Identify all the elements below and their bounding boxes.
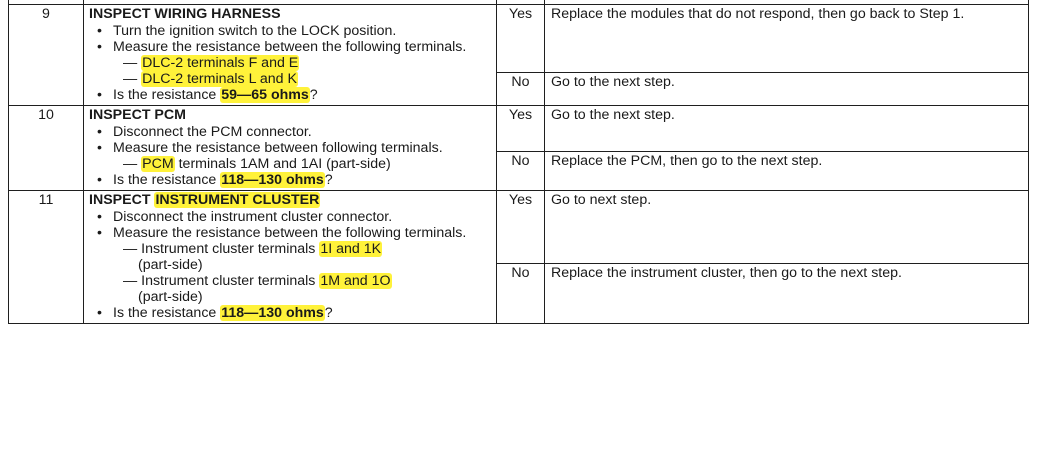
terminal-pair: — Instrument cluster terminals 1I and 1K [123, 241, 383, 257]
highlighted-spec: 59—65 ohms [220, 87, 310, 103]
terminal-pair: — DLC-2 terminals F and E [123, 55, 300, 71]
step-row-9-no: No Go to the next step. [9, 71, 1029, 107]
action-yes: Go to next step. [544, 190, 1029, 264]
action-no: Replace the PCM, then go to the next ste… [544, 151, 1029, 191]
terminal-pair: — DLC-2 terminals L and K [123, 71, 298, 87]
step-action: INSPECT PCM Disconnect the PCM connector… [83, 105, 497, 191]
result-yes: Yes [496, 190, 545, 264]
highlighted-text: INSTRUMENT CLUSTER [154, 192, 321, 208]
step-title: INSPECT PCM [89, 107, 186, 123]
instruction-item: Measure the resistance between the follo… [89, 39, 492, 87]
result-yes: Yes [496, 4, 545, 73]
terminal-pair: — PCM terminals 1AM and 1AI (part-side) [123, 156, 391, 172]
step-instructions: Turn the ignition switch to the LOCK pos… [89, 23, 492, 103]
instruction-item: Disconnect the PCM connector. [89, 124, 492, 140]
result-no: No [496, 71, 545, 107]
step-number: 11 [8, 190, 84, 324]
instruction-item: Disconnect the instrument cluster connec… [89, 209, 492, 225]
action-no: Go to the next step. [544, 71, 1029, 107]
result-no: No [496, 151, 545, 191]
result-no: No [496, 262, 545, 325]
terminal-note: (part-side) [138, 257, 203, 273]
question-item: Is the resistance 59—65 ohms? [89, 87, 492, 103]
action-yes: Replace the modules that do not respond,… [544, 4, 1029, 73]
highlighted-text: DLC-2 terminals F and E [141, 55, 300, 71]
highlighted-text: DLC-2 terminals L and K [141, 71, 298, 87]
step-row-9-yes: 9 INSPECT WIRING HARNESS Turn the igniti… [8, 4, 1029, 106]
step-row-11-yes: 11 INSPECT INSTRUMENT CLUSTER Disconnect… [8, 190, 1029, 324]
step-instructions: Disconnect the instrument cluster connec… [89, 209, 492, 321]
terminal-pair: — Instrument cluster terminals 1M and 1O [123, 273, 392, 289]
question-item: Is the resistance 118—130 ohms? [89, 172, 492, 188]
highlighted-spec: 118—130 ohms [220, 172, 325, 188]
question-item: Is the resistance 118—130 ohms? [89, 305, 492, 321]
diagnostic-procedure-table: 9 INSPECT WIRING HARNESS Turn the igniti… [8, 0, 1029, 325]
result-yes: Yes [496, 104, 545, 153]
step-number: 10 [8, 105, 84, 191]
step-row-10-no: No Replace the PCM, then go to the next … [9, 151, 1029, 191]
highlighted-text: 1I and 1K [319, 241, 383, 257]
step-title: INSPECT INSTRUMENT CLUSTER [89, 192, 321, 208]
step-action: INSPECT WIRING HARNESS Turn the ignition… [83, 4, 497, 106]
troubleshooting-sheet: 9 INSPECT WIRING HARNESS Turn the igniti… [8, 0, 1029, 470]
action-no: Replace the instrument cluster, then go … [544, 262, 1029, 325]
step-instructions: Disconnect the PCM connector. Measure th… [89, 124, 492, 188]
action-yes: Go to the next step. [544, 104, 1029, 153]
highlighted-text: PCM [141, 156, 175, 172]
step-number: 9 [8, 4, 84, 106]
terminal-note: (part-side) [138, 289, 203, 305]
step-row-11-no: No Replace the instrument cluster, then … [9, 262, 1029, 325]
step-action: INSPECT INSTRUMENT CLUSTER Disconnect th… [83, 190, 497, 324]
instruction-item: Measure the resistance between the follo… [89, 225, 492, 305]
instruction-item: Turn the ignition switch to the LOCK pos… [89, 23, 492, 39]
highlighted-spec: 118—130 ohms [220, 305, 325, 321]
highlighted-text: 1M and 1O [319, 273, 392, 289]
step-row-10-yes: 10 INSPECT PCM Disconnect the PCM connec… [8, 104, 1029, 191]
instruction-item: Measure the resistance between following… [89, 140, 492, 172]
step-title: INSPECT WIRING HARNESS [89, 6, 281, 22]
